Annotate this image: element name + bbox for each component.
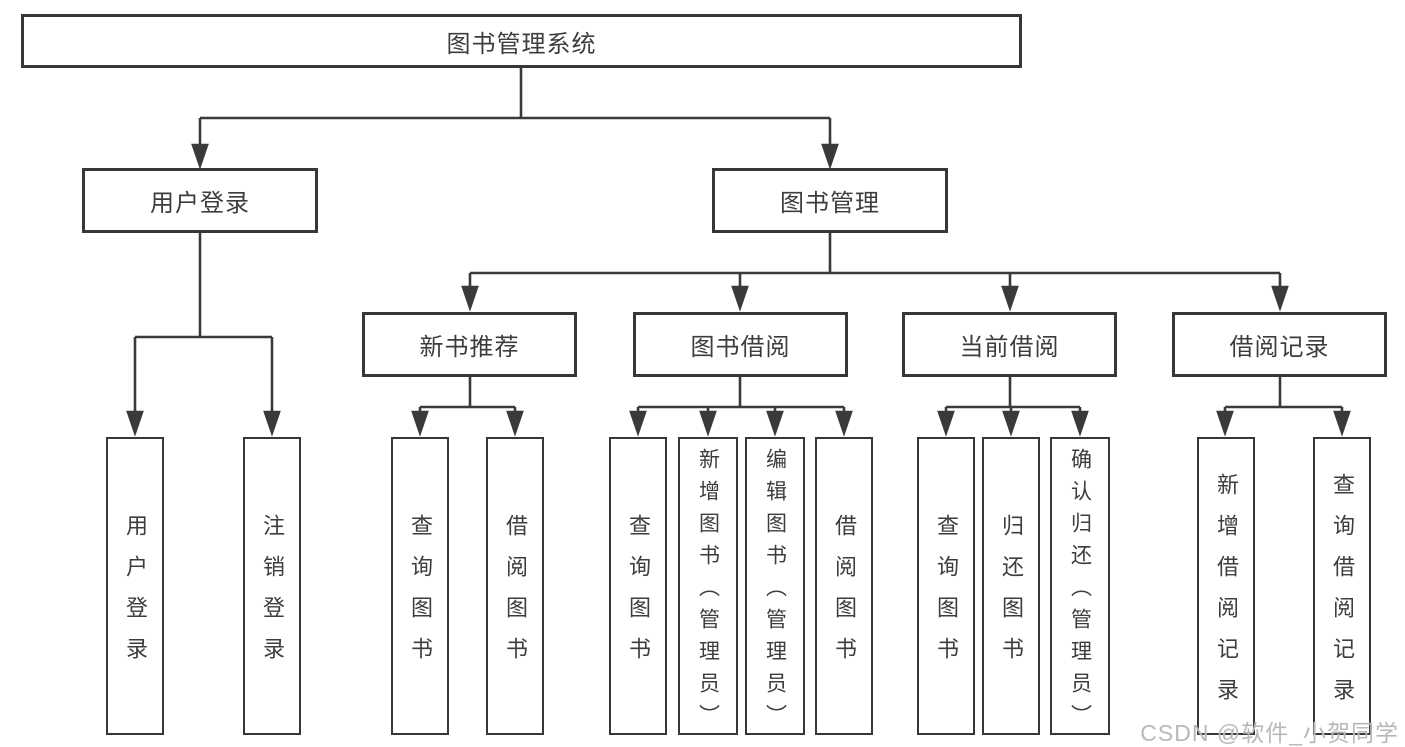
leaf-edit-book-admin: 编辑图书（管理员） [745, 437, 805, 736]
leaf-label: 注销登录 [260, 513, 285, 678]
leaf-borrow-books-recommend: 借阅图书 [486, 437, 544, 735]
leaf-return-books: 归还图书 [982, 437, 1040, 735]
node-current-borrowing: 当前借阅 [902, 312, 1117, 377]
node-library-system: 图书管理系统 [21, 14, 1022, 68]
node-book-management: 图书管理 [712, 168, 948, 233]
leaf-query-books-recommend: 查询图书 [391, 437, 449, 735]
leaf-label: 查询图书 [408, 513, 433, 678]
leaf-logout: 注销登录 [243, 437, 301, 735]
leaf-label: 新增图书（管理员） [696, 447, 720, 736]
node-new-book-recommend: 新书推荐 [362, 312, 577, 377]
leaf-query-borrow-record: 查询借阅记录 [1313, 437, 1371, 735]
leaf-label: 借阅图书 [832, 513, 857, 678]
node-user-login: 用户登录 [82, 168, 318, 233]
leaf-borrow-books-borrowing: 借阅图书 [815, 437, 873, 735]
leaf-user-login: 用户登录 [106, 437, 164, 735]
leaf-label: 确认归还（管理员） [1068, 447, 1092, 736]
node-book-borrowing: 图书借阅 [633, 312, 848, 377]
leaf-query-books-current: 查询图书 [917, 437, 975, 735]
watermark: CSDN @软件_小贺同学 [1140, 720, 1399, 746]
leaf-label: 查询借阅记录 [1330, 472, 1355, 719]
leaf-label: 借阅图书 [503, 513, 528, 678]
leaf-label: 查询图书 [626, 513, 651, 678]
leaf-query-books-borrowing: 查询图书 [609, 437, 667, 735]
leaf-label: 新增借阅记录 [1214, 472, 1239, 719]
leaf-add-borrow-record: 新增借阅记录 [1197, 437, 1255, 735]
leaf-label: 编辑图书（管理员） [763, 447, 787, 736]
leaf-add-book-admin: 新增图书（管理员） [678, 437, 738, 736]
leaf-label: 归还图书 [999, 513, 1024, 678]
node-borrowing-records: 借阅记录 [1172, 312, 1387, 377]
bus-lines [135, 67, 1342, 409]
leaf-confirm-return-admin: 确认归还（管理员） [1050, 437, 1110, 736]
leaf-label: 用户登录 [123, 513, 148, 678]
leaf-label: 查询图书 [934, 513, 959, 678]
